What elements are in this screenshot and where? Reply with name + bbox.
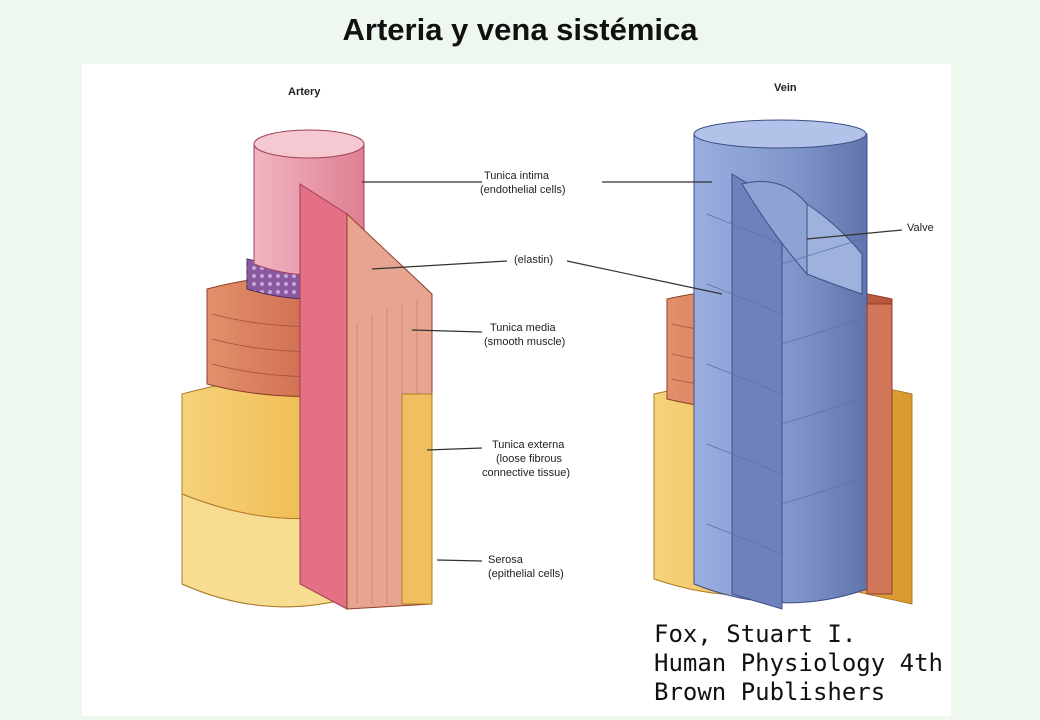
label-elastin: (elastin) xyxy=(514,254,554,266)
vessel-illustration xyxy=(181,119,913,610)
credit-book: Human Physiology 4th xyxy=(654,649,943,677)
vessel-diagram: Artery Vein Tunica intima (endothelial c… xyxy=(82,64,951,716)
label-serosa-sub: (epithelial cells) xyxy=(488,568,564,580)
label-tunica-media-sub: (smooth muscle) xyxy=(484,336,566,348)
credit-publisher: Brown Publishers xyxy=(654,678,886,706)
label-tunica-externa-sub1: (loose fibrous xyxy=(496,453,563,465)
vein-heading: Vein xyxy=(774,82,797,94)
label-tunica-media: Tunica media xyxy=(490,322,556,334)
page-title: Arteria y vena sistémica xyxy=(342,12,698,47)
leader-lines xyxy=(362,181,903,562)
label-tunica-intima-sub: (endothelial cells) xyxy=(480,184,566,196)
label-tunica-externa-sub2: connective tissue) xyxy=(482,467,571,479)
label-valve: Valve xyxy=(907,222,934,234)
label-tunica-externa: Tunica externa xyxy=(492,439,565,451)
source-credit: Fox, Stuart I. Human Physiology 4th Brow… xyxy=(654,620,943,707)
vein-illustration xyxy=(653,119,913,610)
label-serosa: Serosa xyxy=(488,554,523,566)
artery-illustration xyxy=(181,129,433,610)
credit-author: Fox, Stuart I. xyxy=(654,620,857,648)
artery-heading: Artery xyxy=(288,86,321,98)
label-tunica-intima: Tunica intima xyxy=(484,170,550,182)
